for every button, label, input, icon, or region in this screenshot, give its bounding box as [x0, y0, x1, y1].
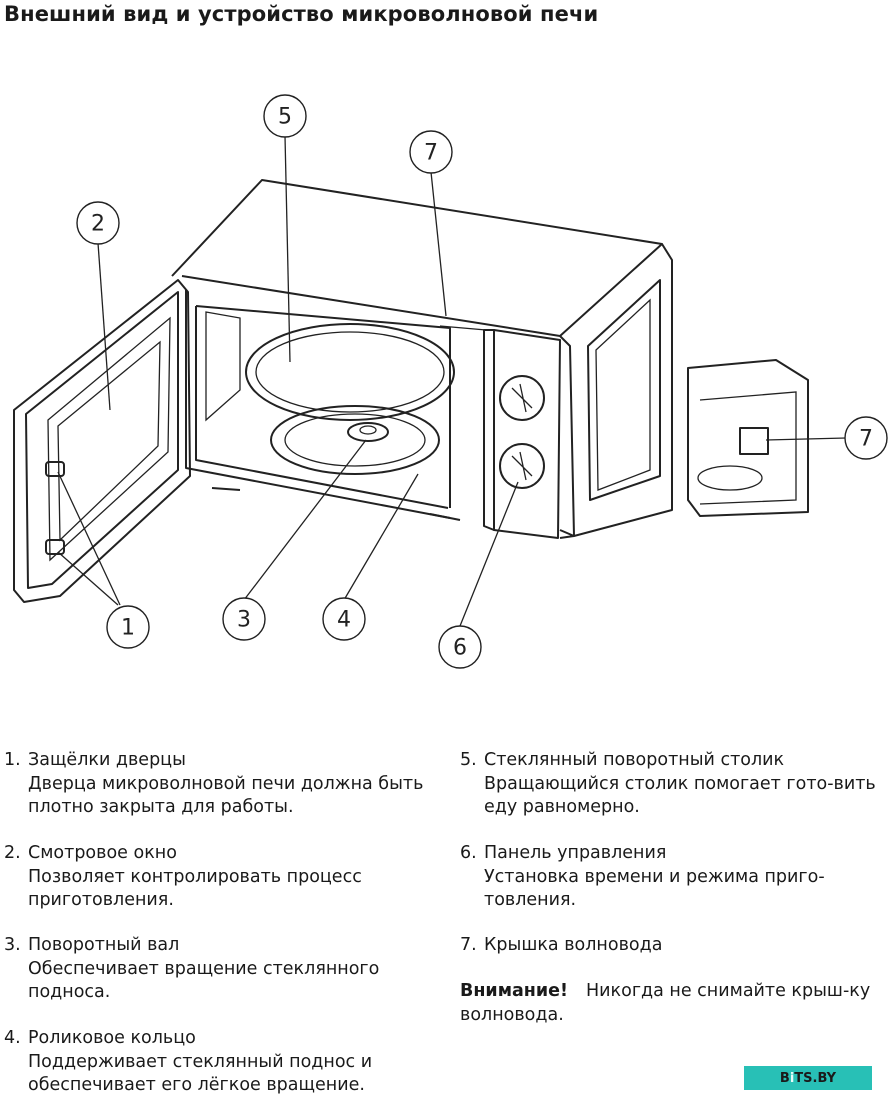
item-2: 2.Смотровое окно Позволяет контролироват… [4, 842, 424, 913]
item-text: Дверца микроволновой печи должна быть пл… [28, 773, 424, 818]
item-heading: Крышка волновода [484, 935, 663, 955]
svg-text:4: 4 [337, 608, 351, 633]
page-title: Внешний вид и устройство микроволновой п… [4, 2, 599, 26]
warning-text: Никогда не снимайте крыш-ку волновода. [460, 981, 871, 1025]
svg-text:5: 5 [278, 105, 292, 130]
warning-note: Внимание!Никогда не снимайте крыш-ку вол… [460, 980, 890, 1027]
svg-text:3: 3 [237, 608, 251, 633]
item-text: Поддерживает стеклянный поднос и обеспеч… [28, 1051, 373, 1096]
callout-4: 4 [322, 597, 366, 641]
item-5: 5.Стеклянный поворотный столик Вращающий… [460, 749, 880, 820]
item-heading: Защёлки дверцы [28, 750, 186, 770]
roller-ring [270, 405, 440, 475]
waveguide-detail [687, 359, 809, 517]
waveguide-cover [739, 427, 769, 455]
svg-text:1: 1 [121, 616, 135, 641]
control-panel [499, 375, 545, 489]
item-6: 6.Панель управления Установка времени и … [460, 842, 880, 913]
leader-lines [57, 135, 847, 627]
callout-6: 6 [438, 625, 482, 669]
item-1: 1.Защёлки дверцы Дверца микроволновой пе… [4, 749, 424, 820]
item-text: Установка времени и режима приго-товлени… [484, 866, 825, 911]
svg-text:2: 2 [91, 212, 105, 237]
item-3: 3.Поворотный вал Обеспечивает вращение с… [4, 934, 424, 1005]
callout-1: 1 [106, 605, 150, 649]
callout-2: 2 [76, 201, 120, 245]
item-heading: Смотровое окно [28, 843, 177, 863]
item-7: 7.Крышка волновода [460, 935, 663, 955]
timer-knob [499, 375, 545, 421]
item-4: 4.Роликовое кольцо Поддерживает стеклянн… [4, 1027, 424, 1098]
callout-7-detail: 7 [844, 416, 888, 460]
door [13, 279, 191, 603]
item-text: Вращающийся столик помогает гото-вить ед… [484, 773, 876, 818]
svg-text:7: 7 [424, 141, 438, 166]
svg-text:6: 6 [453, 636, 467, 661]
callout-5: 5 [263, 94, 307, 138]
microwave-diagram: 1 2 3 4 5 6 7 7 [13, 94, 888, 669]
microwave-body [171, 179, 673, 539]
power-knob [499, 443, 545, 489]
item-text: Обеспечивает вращение стеклянного поднос… [28, 958, 380, 1003]
item-heading: Поворотный вал [28, 935, 180, 955]
item-heading: Панель управления [484, 843, 667, 863]
callout-3: 3 [222, 597, 266, 641]
drive-shaft [347, 422, 389, 442]
svg-text:7: 7 [859, 427, 873, 452]
item-heading: Роликовое кольцо [28, 1028, 196, 1048]
callout-7-top: 7 [409, 130, 453, 174]
door-latches [45, 461, 65, 555]
item-heading: Стеклянный поворотный столик [484, 750, 785, 770]
item-text: Позволяет контролировать процесс пригото… [28, 866, 362, 911]
warning-label: Внимание! [460, 981, 569, 1001]
glass-turntable [245, 323, 455, 421]
